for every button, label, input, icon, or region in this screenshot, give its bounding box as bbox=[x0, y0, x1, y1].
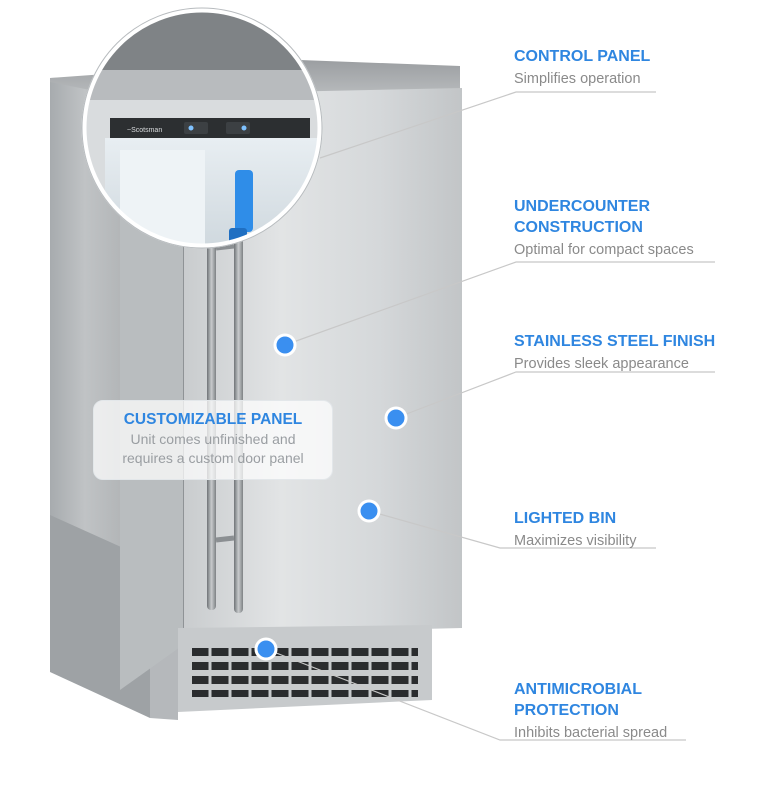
hotspot-undercounter bbox=[273, 333, 297, 357]
feature-desc: Optimal for compact spaces bbox=[514, 242, 694, 258]
feature-title-line2: CONSTRUCTION bbox=[514, 219, 643, 236]
svg-text:~Scotsman: ~Scotsman bbox=[127, 127, 162, 134]
feature-undercounter-construction: UNDERCOUNTER CONSTRUCTION Optimal for co… bbox=[514, 196, 694, 260]
customizable-panel-desc-line1: Unit comes unfinished and bbox=[130, 431, 296, 447]
customizable-panel-desc-line2: requires a custom door panel bbox=[122, 450, 304, 466]
hotspot-stainless bbox=[384, 406, 408, 430]
leader-lines bbox=[265, 91, 715, 741]
feature-control-panel: CONTROL PANEL Simplifies operation bbox=[514, 46, 650, 89]
feature-desc: Maximizes visibility bbox=[514, 533, 637, 549]
hotspot-markers bbox=[254, 333, 408, 661]
feature-stainless-steel-finish: STAINLESS STEEL FINISH Provides sleek ap… bbox=[514, 331, 715, 374]
customizable-panel-callout: CUSTOMIZABLE PANEL Unit comes unfinished… bbox=[93, 400, 333, 480]
feature-antimicrobial-protection: ANTIMICROBIAL PROTECTION Inhibits bacter… bbox=[514, 679, 667, 743]
feature-title: STAINLESS STEEL FINISH bbox=[514, 333, 716, 350]
feature-desc: Simplifies operation bbox=[514, 71, 641, 87]
hotspot-lighted-bin bbox=[357, 499, 381, 523]
feature-title: CONTROL PANEL bbox=[514, 48, 651, 65]
vent-grille bbox=[192, 648, 418, 697]
hotspot-antimicrobial bbox=[254, 637, 278, 661]
feature-desc: Provides sleek appearance bbox=[514, 356, 689, 372]
feature-title-line1: ANTIMICROBIAL bbox=[514, 681, 642, 698]
feature-desc: Inhibits bacterial spread bbox=[514, 725, 668, 741]
feature-lighted-bin: LIGHTED BIN Maximizes visibility bbox=[514, 508, 636, 551]
feature-title-line1: UNDERCOUNTER bbox=[514, 198, 650, 215]
feature-title-line2: PROTECTION bbox=[514, 702, 619, 719]
feature-title: LIGHTED BIN bbox=[514, 510, 617, 527]
customizable-panel-title: CUSTOMIZABLE PANEL bbox=[123, 411, 303, 428]
